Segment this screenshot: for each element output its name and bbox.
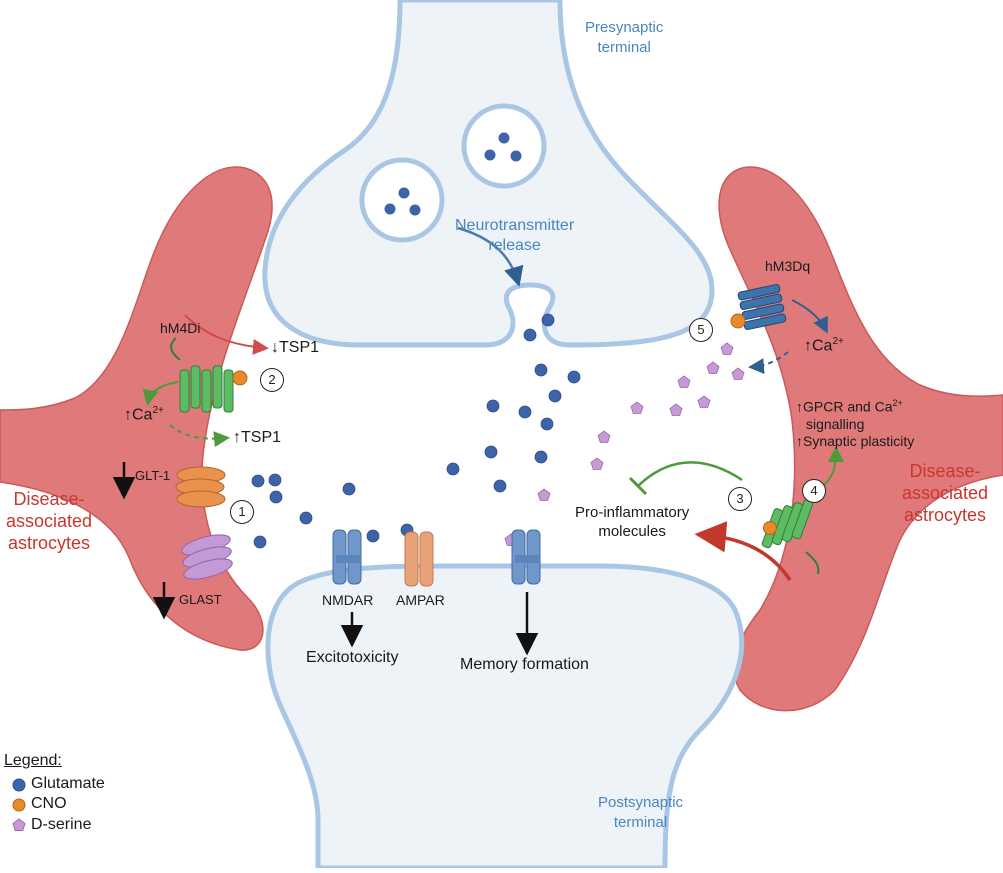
gpcr-line1: ↑GPCR and Ca2+ (796, 395, 914, 416)
postsynaptic-line1: Postsynaptic (598, 794, 684, 811)
postsynaptic-label: Postsynaptic terminal (598, 793, 683, 833)
gpcr-label: ↑GPCR and Ca2+ signalling ↑Synaptic plas… (796, 395, 914, 450)
glt1-transporter (175, 466, 226, 508)
right-ca-sup: 2+ (832, 336, 844, 347)
tsp1-up-arrow (169, 424, 230, 448)
nmdar-receptor (332, 529, 362, 585)
proinflammatory-line2: molecules (598, 523, 666, 540)
legend-glutamate-swatch (12, 778, 26, 792)
ampar-label: AMPAR (396, 592, 445, 608)
gpcr-text: ↑GPCR and Ca (796, 398, 893, 415)
postsynaptic-line2: terminal (613, 814, 668, 831)
hm3dq-ca-arrow (791, 299, 828, 334)
inhibition-line (637, 461, 743, 487)
step-4-badge: 4 (802, 479, 826, 503)
hm4di-label: hM4Di (160, 320, 201, 336)
postsynaptic-terminal (265, 563, 744, 871)
tsp1-up-label: ↑TSP1 (233, 429, 282, 446)
presynaptic-label: Presynaptic terminal (585, 18, 663, 58)
step-2-badge: 2 (260, 368, 284, 392)
step3-receptor (761, 499, 820, 575)
legend-title: Legend: (4, 752, 62, 769)
tsp1-down-label: ↓TSP1 (271, 339, 320, 356)
presynaptic-line2: terminal (597, 39, 651, 56)
neurotransmitter-line2: release (488, 237, 541, 254)
hm4di-receptor (170, 337, 248, 413)
left-ca-text: ↑Ca (124, 406, 153, 424)
gpcr-sup: 2+ (892, 398, 903, 408)
dserine-release-arrow (748, 351, 789, 375)
left-astro-line2: associated (6, 511, 93, 531)
ampar-receptor (404, 531, 434, 587)
memory-receptor (511, 529, 541, 585)
vesicle-right (461, 103, 547, 189)
legend-dserine-swatch (12, 818, 26, 831)
left-ca-label: ↑Ca2+ (124, 405, 164, 424)
glt1-label: GLT-1 (135, 468, 171, 483)
cleft-glutamate (251, 313, 581, 549)
gpcr-line3: ↑Synaptic plasticity (796, 432, 915, 449)
vesicle-glutamate (384, 132, 522, 216)
glast-transporter (181, 534, 233, 580)
left-astro-line3: astrocytes (8, 533, 91, 553)
proinflammatory-arrow (694, 521, 792, 581)
inhibition-bar (628, 476, 648, 496)
neurotransmitter-line1: Neurotransmitter (455, 217, 575, 234)
memory-formation-label: Memory formation (460, 656, 589, 673)
left-astro-line1: Disease- (13, 489, 85, 509)
proinflammatory-label: Pro-inflammatory molecules (575, 503, 689, 541)
legend-cno: CNO (31, 795, 67, 812)
excitotoxicity-label: Excitotoxicity (306, 649, 399, 666)
nmdar-label: NMDAR (322, 592, 374, 608)
left-astrocytes-label: Disease- associated astrocytes (6, 488, 92, 554)
legend-cno-swatch (12, 798, 26, 812)
right-astrocyte (718, 166, 1003, 712)
proinflammatory-line1: Pro-inflammatory (575, 504, 690, 521)
right-astro-line1: Disease- (909, 461, 981, 481)
presynaptic-line1: Presynaptic (585, 19, 664, 36)
tsp1-down-arrow (184, 314, 269, 355)
legend-glutamate: Glutamate (31, 775, 105, 792)
right-astro-line3: astrocytes (904, 505, 987, 525)
hm3dq-label: hM3Dq (765, 258, 811, 274)
glast-label: GLAST (179, 592, 222, 607)
right-ca-label: ↑Ca2+ (804, 336, 844, 355)
right-astrocytes-label: Disease- associated astrocytes (902, 460, 988, 526)
gpcr-line2: signalling (806, 415, 865, 432)
hm3dq-receptor (730, 283, 787, 331)
step-5-badge: 5 (689, 318, 713, 342)
right-astro-line2: associated (902, 483, 989, 503)
step-1-badge: 1 (230, 500, 254, 524)
vesicle-left (359, 157, 445, 243)
release-arrow (457, 226, 524, 287)
cleft-dserine (504, 342, 745, 546)
neurotransmitter-label: Neurotransmitter release (455, 216, 574, 256)
legend-dserine: D-serine (31, 816, 92, 833)
step-3-badge: 3 (728, 487, 752, 511)
hm4di-ca-arrow (142, 381, 179, 406)
right-ca-text: ↑Ca (804, 337, 833, 355)
left-ca-sup: 2+ (152, 405, 164, 416)
